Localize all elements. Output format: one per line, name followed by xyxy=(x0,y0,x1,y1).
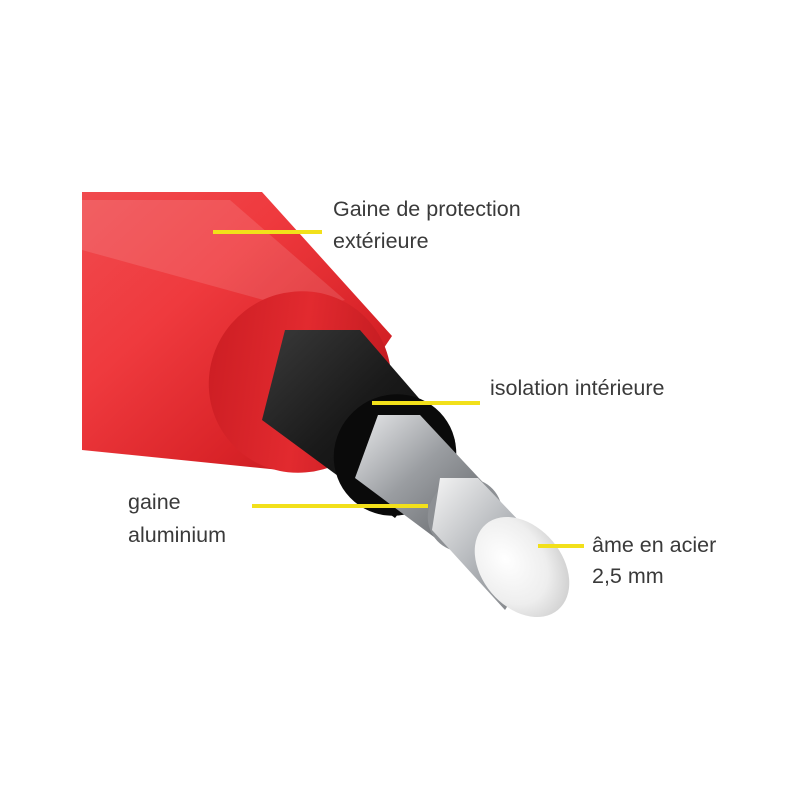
label-steel-core-line2: 2,5 mm xyxy=(592,564,664,588)
label-aluminium-sheath-line1: gaine xyxy=(128,490,181,514)
steel-core-end-face xyxy=(474,516,570,618)
label-aluminium-sheath-line2: aluminium xyxy=(128,523,226,547)
label-outer-sheath-line2: extérieure xyxy=(333,229,429,253)
label-steel-core-line1: âme en acier xyxy=(592,533,716,557)
label-inner-insulation: isolation intérieure xyxy=(490,376,665,400)
label-outer-sheath-line1: Gaine de protection xyxy=(333,197,521,221)
steel-core xyxy=(432,478,570,618)
outer-sheath-highlight xyxy=(82,200,345,310)
